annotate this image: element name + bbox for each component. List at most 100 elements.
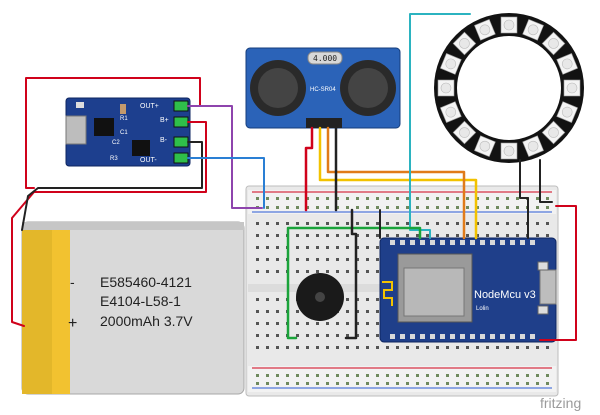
breadboard-hole — [296, 246, 299, 249]
ring-led — [563, 79, 581, 97]
breadboard-hole — [366, 246, 369, 249]
rail-hole — [316, 382, 319, 385]
pad-b-plus — [173, 116, 189, 128]
rail-hole — [546, 374, 549, 377]
rail-hole — [296, 206, 299, 209]
rail-hole — [416, 197, 419, 200]
nodemcu-sub-label: Lolin — [476, 306, 489, 312]
ring-led — [556, 101, 579, 123]
rail-hole — [466, 206, 469, 209]
breadboard-hole — [456, 222, 459, 225]
breadboard-hole — [296, 258, 299, 261]
rail-hole — [286, 206, 289, 209]
rail-hole — [256, 382, 259, 385]
breadboard-hole — [336, 322, 339, 325]
rail-hole — [406, 374, 409, 377]
mcu-pin — [460, 334, 465, 339]
breadboard-hole — [336, 222, 339, 225]
rail-hole — [346, 374, 349, 377]
breadboard-hole — [256, 270, 259, 273]
rail-hole — [266, 197, 269, 200]
rail-hole — [316, 206, 319, 209]
breadboard-hole — [346, 258, 349, 261]
rail-hole — [476, 197, 479, 200]
breadboard-hole — [296, 346, 299, 349]
breadboard-hole — [266, 346, 269, 349]
breadboard-hole — [326, 246, 329, 249]
breadboard-hole — [386, 346, 389, 349]
rail-hole — [366, 206, 369, 209]
rail-hole — [336, 374, 339, 377]
battery-plus-symbol: + — [68, 315, 77, 332]
breadboard-hole — [276, 222, 279, 225]
breadboard-hole — [426, 222, 429, 225]
charger-chip — [94, 118, 114, 136]
label-r1: R1 — [120, 116, 128, 122]
label-c2: C2 — [112, 140, 120, 146]
breadboard-hole — [366, 346, 369, 349]
rail-hole — [436, 374, 439, 377]
breadboard-hole — [306, 258, 309, 261]
wire-black-battery-minus — [21, 141, 203, 231]
mcu-pin — [390, 240, 395, 245]
rail-hole — [426, 382, 429, 385]
rail-hole — [296, 374, 299, 377]
breadboard-hole — [426, 346, 429, 349]
rail-hole — [456, 382, 459, 385]
breadboard-hole — [356, 270, 359, 273]
breadboard-hole — [356, 222, 359, 225]
breadboard-hole — [526, 346, 529, 349]
rail-hole — [516, 374, 519, 377]
breadboard-hole — [276, 234, 279, 237]
protection-chip — [132, 140, 150, 156]
breadboard-hole — [296, 270, 299, 273]
rail-hole — [536, 206, 539, 209]
mcu-pin — [530, 334, 535, 339]
breadboard-hole — [436, 346, 439, 349]
breadboard-hole — [336, 334, 339, 337]
breadboard-hole — [376, 346, 379, 349]
mcu-pin — [450, 334, 455, 339]
ring-led — [439, 53, 462, 75]
breadboard-hole — [266, 334, 269, 337]
rail-hole — [286, 382, 289, 385]
rail-hole — [406, 197, 409, 200]
breadboard-hole — [516, 346, 519, 349]
breadboard-hole — [276, 298, 279, 301]
breadboard-hole — [546, 234, 549, 237]
breadboard-hole — [436, 234, 439, 237]
breadboard-hole — [346, 310, 349, 313]
rail-hole — [516, 197, 519, 200]
breadboard-hole — [376, 322, 379, 325]
breadboard-hole — [486, 346, 489, 349]
ring-led — [452, 31, 477, 56]
mcu-pin — [510, 240, 515, 245]
rail-hole — [496, 374, 499, 377]
breadboard-hole — [466, 222, 469, 225]
breadboard-hole — [376, 246, 379, 249]
buzzer-hole — [315, 292, 325, 302]
rail-hole — [346, 382, 349, 385]
breadboard-hole — [256, 222, 259, 225]
breadboard-hole — [406, 234, 409, 237]
breadboard-hole — [546, 346, 549, 349]
rail-hole — [376, 197, 379, 200]
rail-hole — [496, 382, 499, 385]
breadboard-hole — [306, 234, 309, 237]
battery-code-label: E4104-L58-1 — [100, 293, 181, 309]
breadboard-hole — [496, 234, 499, 237]
breadboard-hole — [396, 234, 399, 237]
rail-hole — [266, 382, 269, 385]
mcu-pin — [520, 240, 525, 245]
rail-hole — [336, 197, 339, 200]
rail-hole — [456, 374, 459, 377]
ring-led — [500, 142, 518, 160]
rail-hole — [386, 206, 389, 209]
breadboard-hole — [476, 234, 479, 237]
breadboard-hole — [336, 258, 339, 261]
breadboard-hole — [366, 298, 369, 301]
mcu-pin — [490, 334, 495, 339]
rail-hole — [506, 206, 509, 209]
mcu-pin — [400, 334, 405, 339]
breadboard-hole — [286, 346, 289, 349]
